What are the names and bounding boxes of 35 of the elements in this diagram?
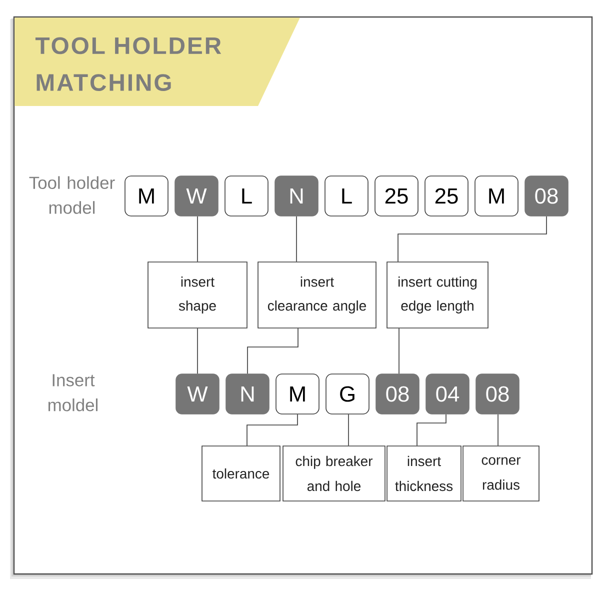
code-box: 08 [376, 374, 420, 414]
code-box: 25 [374, 176, 418, 216]
code-box: M [124, 176, 168, 216]
code-box: N [274, 176, 318, 216]
connector-line [246, 414, 298, 446]
connector-line [197, 216, 198, 262]
title-banner: TOOL HOLDER MATCHING [14, 18, 300, 106]
connector-line [247, 328, 298, 374]
code-box: L [324, 176, 368, 216]
connector-line [398, 216, 547, 262]
code-box: 25 [424, 176, 468, 216]
code-box: L [224, 176, 268, 216]
connector-line [398, 328, 400, 374]
code-box: 08 [476, 374, 520, 414]
description-box: tolerance [202, 446, 280, 502]
code-box: G [326, 374, 370, 414]
code-box: N [226, 374, 270, 414]
description-box: chip breaker and hole [282, 446, 386, 502]
row-label: Tool holder model [29, 176, 115, 214]
connector-line [296, 216, 297, 262]
connector-line [197, 328, 198, 374]
description-box: insert shape [148, 262, 248, 328]
description-box: insert thickness [386, 446, 462, 502]
code-box: W [174, 176, 218, 216]
code-box: 08 [524, 176, 568, 216]
code-box: M [276, 374, 320, 414]
code-box: 04 [426, 374, 470, 414]
connector-line [416, 414, 446, 446]
description-box: corner radius [462, 446, 540, 502]
description-box: insert cutting edge length [386, 262, 488, 328]
connector-line [348, 414, 349, 446]
description-box: insert clearance angle [258, 262, 376, 328]
code-box: W [176, 374, 220, 414]
row-label: Insert moldel [48, 374, 98, 412]
code-box: M [474, 176, 518, 216]
